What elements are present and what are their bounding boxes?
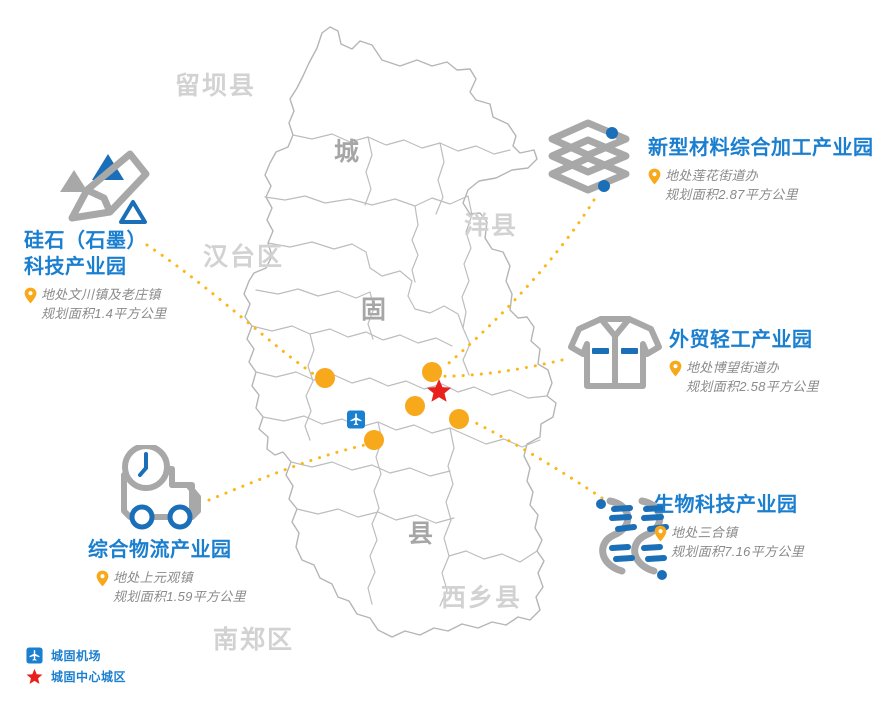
- park-card-textile[interactable]: 外贸轻工产业园 地处博望街道办 规划面积2.58平方公里: [669, 328, 819, 397]
- county-char-xian: 县: [408, 520, 434, 548]
- airport-marker[interactable]: [347, 410, 366, 434]
- park-location-silicon: 地处文川镇及老庄镇: [41, 287, 161, 302]
- park-area-logistics: 规划面积1.59平方公里: [113, 588, 246, 604]
- township-border-15: [448, 550, 538, 563]
- truck-icon: [100, 443, 210, 540]
- ingot-icon: [42, 140, 157, 240]
- park-title-bio: 生物科技产业园: [654, 494, 798, 516]
- city-center-star-marker[interactable]: [426, 378, 452, 408]
- county-char-cheng: 城: [334, 138, 360, 166]
- park-area-bio: 规划面积7.16平方公里: [671, 543, 804, 559]
- layers-icon: [540, 118, 640, 203]
- township-border-1: [264, 195, 469, 207]
- park-dot-logistics[interactable]: [364, 430, 384, 450]
- legend: 城固机场 城固中心城区: [26, 645, 126, 687]
- township-border-19: [364, 136, 373, 206]
- star-icon: [426, 379, 452, 402]
- neighbor-label-hantaiqu: 汉台区: [203, 243, 285, 271]
- park-card-bio[interactable]: 生物科技产业园 地处三合镇 规划面积7.16平方公里: [654, 493, 804, 562]
- township-border-10: [262, 415, 469, 437]
- park-dot-silicon[interactable]: [315, 368, 335, 388]
- park-title-logistics: 综合物流产业园: [88, 539, 232, 561]
- township-border-17: [473, 386, 548, 399]
- airport-icon: [347, 410, 365, 429]
- dna-icon: [590, 485, 700, 590]
- park-card-new-material[interactable]: 新型材料综合加工产业园 地处莲花街道办 规划面积2.87平方公里: [648, 136, 874, 205]
- county-char-gu: 固: [361, 296, 387, 324]
- park-dot-textile[interactable]: [405, 396, 425, 416]
- township-border-18: [292, 133, 511, 155]
- township-border-2: [267, 241, 464, 329]
- township-border-3: [411, 205, 419, 283]
- location-pin-icon: [669, 360, 682, 377]
- star-icon: [26, 668, 43, 684]
- county-outline: [243, 26, 557, 638]
- park-card-logistics[interactable]: 综合物流产业园 地处上元观镇 规划面积1.59平方公里: [88, 538, 246, 607]
- neighbor-label-xixiangxian: 西乡县: [441, 584, 523, 612]
- location-pin-icon: [96, 570, 109, 587]
- shirt-icon: [565, 310, 665, 400]
- township-border-20: [435, 142, 445, 215]
- park-area-new-material: 规划面积2.87平方公里: [665, 186, 798, 202]
- park-card-silicon[interactable]: 硅石（石墨） 科技产业园 地处文川镇及老庄镇 规划面积1.4平方公里: [24, 228, 166, 324]
- park-location-textile: 地处博望街道办: [686, 360, 780, 375]
- park-title-silicon: 硅石（石墨） 科技产业园: [24, 230, 147, 278]
- location-pin-icon: [654, 525, 667, 542]
- park-location-bio: 地处三合镇: [671, 525, 738, 540]
- park-title-textile: 外贸轻工产业园: [669, 329, 813, 351]
- location-pin-icon: [648, 168, 661, 185]
- park-dot-bio[interactable]: [449, 409, 469, 429]
- neighbor-label-nanzhengqu: 南郑区: [213, 626, 295, 654]
- park-location-logistics: 地处上元观镇: [113, 570, 193, 585]
- township-border-14: [296, 508, 455, 524]
- neighbor-label-liubaxian: 留坝县: [175, 72, 257, 100]
- park-area-textile: 规划面积2.58平方公里: [686, 378, 819, 394]
- park-area-silicon: 规划面积1.4平方公里: [41, 305, 167, 321]
- neighbor-label-yangxian: 洋县: [464, 212, 519, 240]
- park-location-new-material: 地处莲花街道办: [665, 168, 759, 183]
- legend-label-airport: 城固机场: [51, 649, 102, 663]
- park-dot-new-material[interactable]: [422, 362, 442, 382]
- park-title-new-material: 新型材料综合加工产业园: [648, 137, 874, 159]
- legend-item-city-center: 城固中心城区: [26, 666, 126, 687]
- legend-item-airport: 城固机场: [26, 645, 126, 666]
- location-pin-icon: [24, 287, 37, 304]
- legend-label-city-center: 城固中心城区: [51, 670, 127, 684]
- township-border-12: [439, 427, 455, 607]
- airport-icon: [26, 647, 43, 664]
- township-border-8: [367, 291, 375, 340]
